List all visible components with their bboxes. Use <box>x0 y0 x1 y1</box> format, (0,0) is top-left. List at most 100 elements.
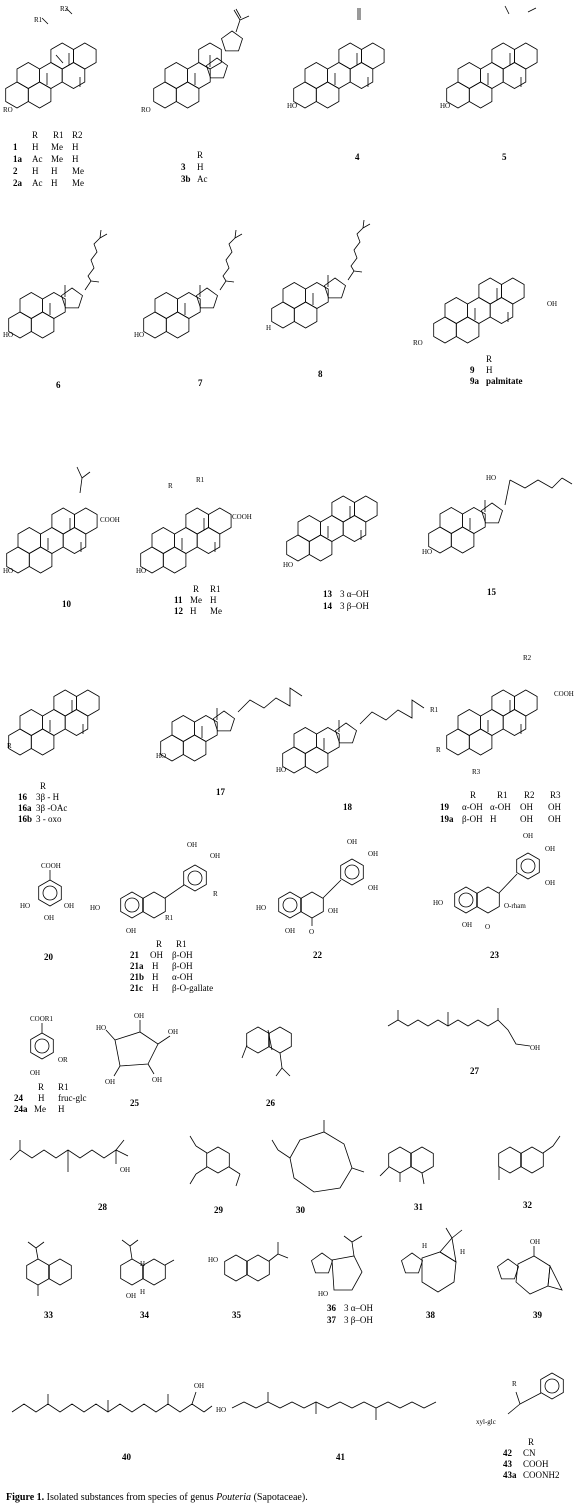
label-h: H <box>140 1288 145 1296</box>
label-r1: R1 <box>165 914 174 922</box>
compound-id: 21c <box>130 983 143 993</box>
structure-15: HO HO 15 <box>422 474 573 597</box>
label-oh: OH <box>368 850 378 858</box>
table-cell: H <box>51 178 58 188</box>
compound-id: 14 <box>323 601 333 611</box>
compound-id: 1 <box>13 142 18 152</box>
table-cell: OH <box>520 802 533 812</box>
label-oh: OH <box>462 921 472 929</box>
compound-label: 40 <box>122 1452 132 1462</box>
label-r1: R1 <box>430 706 439 714</box>
label-h: H <box>266 324 271 332</box>
table-cell: H <box>152 961 159 971</box>
structure-20: COOH HO OH OH 20 <box>20 862 74 962</box>
structure-36-37: HO <box>311 1235 363 1298</box>
compound-id: 36 <box>327 1303 337 1313</box>
compound-id: 9 <box>470 365 475 375</box>
structure-18: HO 18 <box>276 699 425 812</box>
label-ho: HO <box>136 567 146 575</box>
compound-id: 2 <box>13 166 18 176</box>
table-cell: COONH2 <box>523 1470 560 1480</box>
table-cell: 3 β–OH <box>340 601 369 611</box>
structure-41: HO 41 <box>216 1392 437 1462</box>
table-cell: H <box>51 166 58 176</box>
caption-text: Isolated substances from species of genu… <box>46 1492 214 1503</box>
figure-caption: Figure 1. Isolated substances from speci… <box>6 1492 308 1503</box>
structure-10: COOH HO 10 <box>3 466 120 609</box>
label-ho: HO <box>486 474 496 482</box>
label-oh: OH <box>285 927 295 935</box>
table-cell: H <box>190 606 197 616</box>
structure-4: HO 4 <box>287 8 384 162</box>
compound-id: 21a <box>130 961 144 971</box>
label-oh: OH <box>126 927 136 935</box>
table-cell: β-O-gallate <box>172 983 213 993</box>
label-ho: HO <box>256 904 266 912</box>
label-ro: RO <box>141 106 151 114</box>
label-r: R <box>512 1380 517 1388</box>
label-oh: OH <box>328 907 338 915</box>
label-oh: OH <box>30 1069 40 1077</box>
label-r2: R2 <box>60 5 69 13</box>
structure-17: HO 17 <box>156 687 303 797</box>
label-oh: OH <box>120 1166 130 1174</box>
table-cell: β-OH <box>462 814 483 824</box>
caption-text-end: (Sapotaceae). <box>253 1492 308 1503</box>
structure-7: HO 7 <box>134 229 243 388</box>
table-9: R 9 H 9a palmitate <box>470 354 523 386</box>
structure-13-14: HO <box>283 496 377 569</box>
label-r1: R1 <box>34 16 43 24</box>
compound-label: 33 <box>44 1310 54 1320</box>
label-ho: HO <box>287 102 297 110</box>
table-cell: Me <box>72 166 84 176</box>
label-ho: HO <box>283 561 293 569</box>
table-cell: H <box>152 972 159 982</box>
structure-11-12: R R1 COOH HO <box>136 476 252 575</box>
table-11-12: R R1 11 Me H 12 H Me <box>174 584 222 616</box>
structure-33: 33 <box>26 1241 72 1320</box>
compound-label: 28 <box>98 1202 108 1212</box>
table-1-2a: R R1 R2 1 H Me H 1a Ac Me H 2 H H Me 2a … <box>13 130 84 188</box>
table-cell: H <box>152 983 159 993</box>
table-head: R1 <box>176 939 187 949</box>
label-h: H <box>140 1260 145 1268</box>
compound-label: 39 <box>533 1310 543 1320</box>
structure-40: OH 40 <box>11 1382 213 1462</box>
compound-id: 2a <box>13 178 23 188</box>
table-head: R <box>38 1082 44 1092</box>
label-ho: HO <box>3 567 13 575</box>
label-ho: HO <box>156 752 166 760</box>
label-ro: RO <box>413 339 423 347</box>
table-head: R <box>197 150 203 160</box>
compound-label: 26 <box>266 1098 276 1108</box>
structure-25: HO OH OH OH OH 25 <box>96 1012 178 1108</box>
structure-21: HO OH OH OH R R1 <box>90 841 220 935</box>
label-cooh: COOH <box>232 513 252 521</box>
table-cell: H <box>38 1093 45 1103</box>
compound-label: 29 <box>214 1205 224 1215</box>
structure-35: HO 35 <box>208 1242 289 1320</box>
table-24: R R1 24 H fruc-glc 24a Me H <box>14 1082 86 1114</box>
label-ho: HO <box>216 1406 226 1414</box>
label-oh: OH <box>134 1012 144 1020</box>
table-cell: 3 - oxo <box>36 814 62 824</box>
compound-label: 41 <box>336 1452 346 1462</box>
table-head: R <box>193 584 199 594</box>
structure-19: R1 R R3 R2 COOH <box>430 654 574 776</box>
table-head: R1 <box>53 130 64 140</box>
structure-26: 26 <box>241 1026 292 1108</box>
table-cell: Ac <box>32 154 43 164</box>
compound-label: 17 <box>216 787 226 797</box>
label-oh: OH <box>545 845 555 853</box>
table-cell: 3 α–OH <box>340 589 369 599</box>
compound-label: 10 <box>62 599 72 609</box>
table-cell: Me <box>51 154 63 164</box>
table-cell: H <box>32 166 39 176</box>
compound-id: 13 <box>323 589 333 599</box>
compound-id: 42 <box>503 1448 513 1458</box>
table-head: R <box>40 781 46 791</box>
compound-id: 19 <box>440 802 450 812</box>
label-h: H <box>422 1242 427 1250</box>
label-oh: OH <box>44 914 54 922</box>
label-ho: HO <box>3 331 13 339</box>
